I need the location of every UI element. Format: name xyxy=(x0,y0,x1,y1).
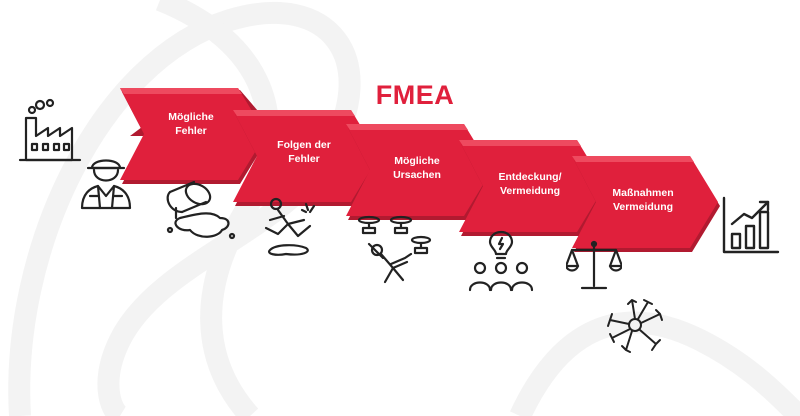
slipping-person-icon xyxy=(262,196,326,258)
worker-icon xyxy=(78,150,134,210)
chevron-shape xyxy=(572,156,720,252)
chevron-shape xyxy=(120,88,268,184)
factory-icon xyxy=(18,96,84,166)
growth-chart-icon xyxy=(720,196,780,256)
chevron-shape xyxy=(233,110,381,206)
team-idea-icon xyxy=(466,228,536,294)
hands-together-icon xyxy=(604,296,666,354)
chevron-shape xyxy=(346,124,494,220)
drone-person-icon xyxy=(355,214,433,288)
diagram-title: FMEA xyxy=(375,80,455,110)
step-4-label: Entdeckung/Vermeidung xyxy=(498,171,562,197)
spilled-barrel-icon xyxy=(160,178,240,244)
chevron-shape xyxy=(459,140,607,236)
scales-icon xyxy=(566,238,622,292)
step-4-chevron: Entdeckung/Vermeidung xyxy=(459,140,607,288)
